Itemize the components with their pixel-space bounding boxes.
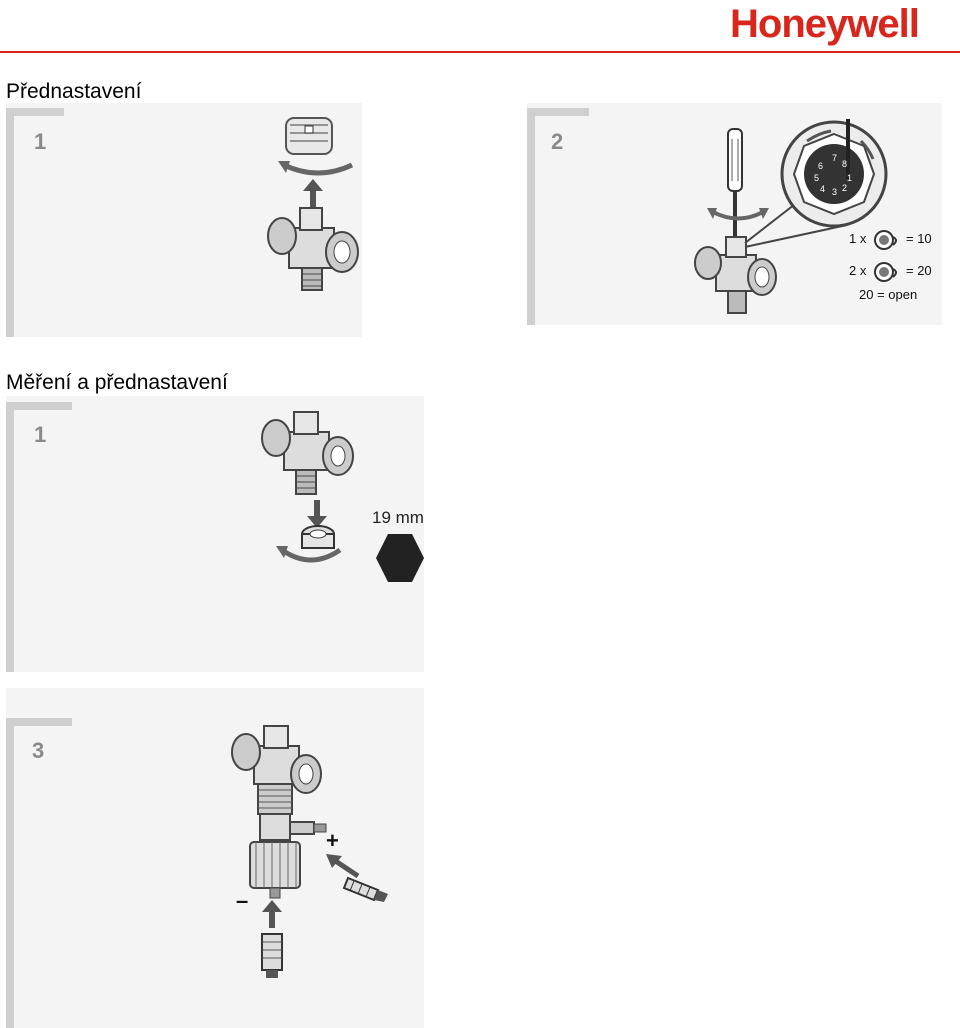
dial-digit: 5 <box>814 173 820 183</box>
valve-body-illustration <box>261 411 354 495</box>
step-number: 1 <box>34 422 47 447</box>
measure-step-3-panel: 3 + – <box>6 688 424 1028</box>
screwdriver-icon <box>727 128 743 236</box>
measuring-valve-illustration <box>231 725 327 899</box>
preset-step-1-panel: 1 <box>6 103 362 337</box>
dial-digit: 3 <box>832 187 838 197</box>
step-number: 2 <box>551 129 564 154</box>
preset-dial-zoom <box>780 119 888 228</box>
dial-digit: 1 <box>847 173 853 183</box>
up-arrow-icon <box>303 179 323 207</box>
measure-step-1-panel: 1 19 mm <box>6 396 424 672</box>
dial-digit: 2 <box>842 183 848 193</box>
rotate-arrow-icon <box>278 161 354 176</box>
valve-body-illustration <box>694 236 777 314</box>
down-arrow-icon <box>307 500 327 528</box>
minus-sign: – <box>236 888 249 913</box>
section-title-measuring-and-presetting: Měření a přednastavení <box>6 371 228 394</box>
legend-line-1-prefix: 1 x <box>849 231 867 246</box>
dial-digits: 7 6 5 4 3 2 1 8 <box>814 153 858 197</box>
section-title-presetting: Přednastavení <box>6 80 142 103</box>
rotate-arrow-icon <box>707 208 769 221</box>
diagonal-arrow-icon <box>326 854 360 879</box>
header-rule <box>0 51 960 53</box>
dial-digit: 7 <box>832 153 838 163</box>
plus-sign: + <box>326 828 339 853</box>
legend-line-3: 20 = open <box>859 287 918 302</box>
legend-line-1-suffix: = 10 <box>906 231 932 246</box>
valve-cap-illustration <box>285 117 333 155</box>
dial-small-icon <box>874 230 897 250</box>
cap-nut-illustration <box>301 525 335 549</box>
valve-body-illustration <box>267 207 359 291</box>
rotate-arrow-icon <box>276 546 342 563</box>
up-arrow-icon <box>262 900 282 928</box>
step-number: 3 <box>32 738 45 763</box>
probe-plus-illustration <box>342 876 388 902</box>
brand-logo: Honeywell <box>730 2 920 46</box>
dial-digit: 4 <box>820 184 826 194</box>
step-number: 1 <box>34 129 47 154</box>
probe-minus-illustration <box>261 933 283 978</box>
hexagon-icon <box>376 534 424 582</box>
wrench-size-label: 19 mm <box>372 508 424 527</box>
dial-small-icon <box>874 262 897 282</box>
preset-step-2-panel: 2 7 6 5 4 3 2 1 8 1 x <box>527 103 942 325</box>
dial-digit: 8 <box>842 159 848 169</box>
legend-line-2-prefix: 2 x <box>849 263 867 278</box>
dial-digit: 6 <box>818 161 824 171</box>
legend-line-2-suffix: = 20 <box>906 263 932 278</box>
